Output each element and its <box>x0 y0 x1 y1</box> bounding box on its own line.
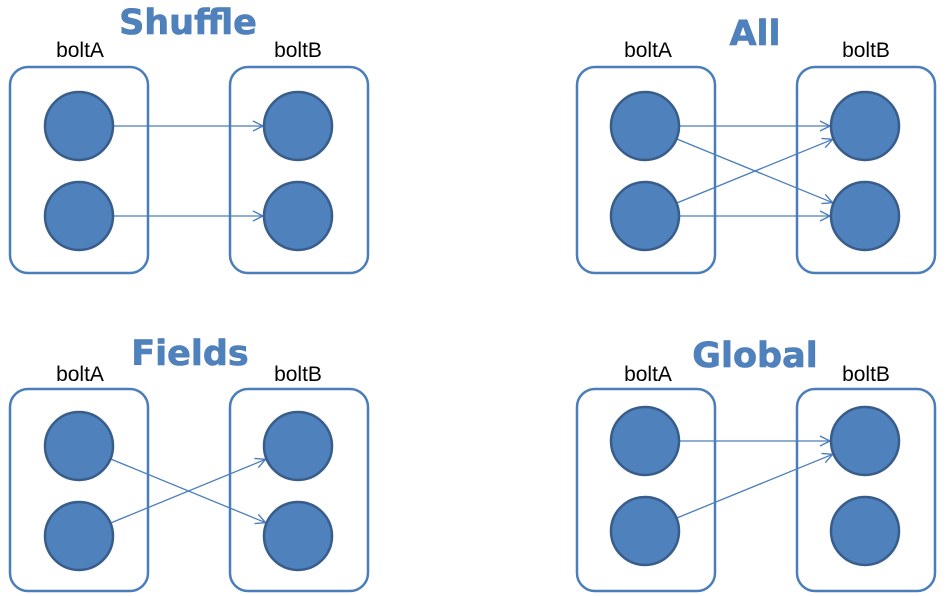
target-label: boltB <box>274 363 322 386</box>
source-label: boltA <box>56 39 104 62</box>
source-label: boltA <box>624 39 672 62</box>
edge-group <box>676 126 833 216</box>
source-node <box>609 180 681 252</box>
edge-arrow <box>676 139 833 204</box>
target-node <box>262 180 334 252</box>
target-node <box>262 90 334 162</box>
panel-all: All boltA boltB <box>575 14 937 275</box>
target-node <box>829 180 901 252</box>
target-node <box>829 495 901 567</box>
source-node <box>609 495 681 567</box>
panel-global: Global boltA boltB <box>575 336 937 593</box>
target-label: boltB <box>842 363 890 386</box>
panel-fields: Fields boltA boltB <box>8 334 370 593</box>
source-node <box>43 500 115 572</box>
panel-title: Global <box>692 336 817 376</box>
panel-shuffle: Shuffle boltA boltB <box>8 3 370 275</box>
panel-title: Shuffle <box>119 3 257 43</box>
panel-title: Fields <box>131 334 249 374</box>
target-node <box>262 410 334 482</box>
source-label: boltA <box>56 363 104 386</box>
target-node <box>262 500 334 572</box>
edge-group <box>110 459 265 523</box>
target-label: boltB <box>842 39 890 62</box>
panel-title: All <box>729 14 780 54</box>
target-label: boltB <box>274 39 322 62</box>
source-node <box>43 180 115 252</box>
target-node <box>829 405 901 477</box>
edge-group <box>676 441 833 519</box>
source-node <box>43 410 115 482</box>
edge-arrow <box>676 454 833 519</box>
source-label: boltA <box>624 363 672 386</box>
source-node <box>43 90 115 162</box>
edge-arrow <box>110 459 265 524</box>
target-node <box>829 90 901 162</box>
edge-group <box>113 126 263 216</box>
source-node <box>609 405 681 477</box>
source-node <box>609 90 681 162</box>
